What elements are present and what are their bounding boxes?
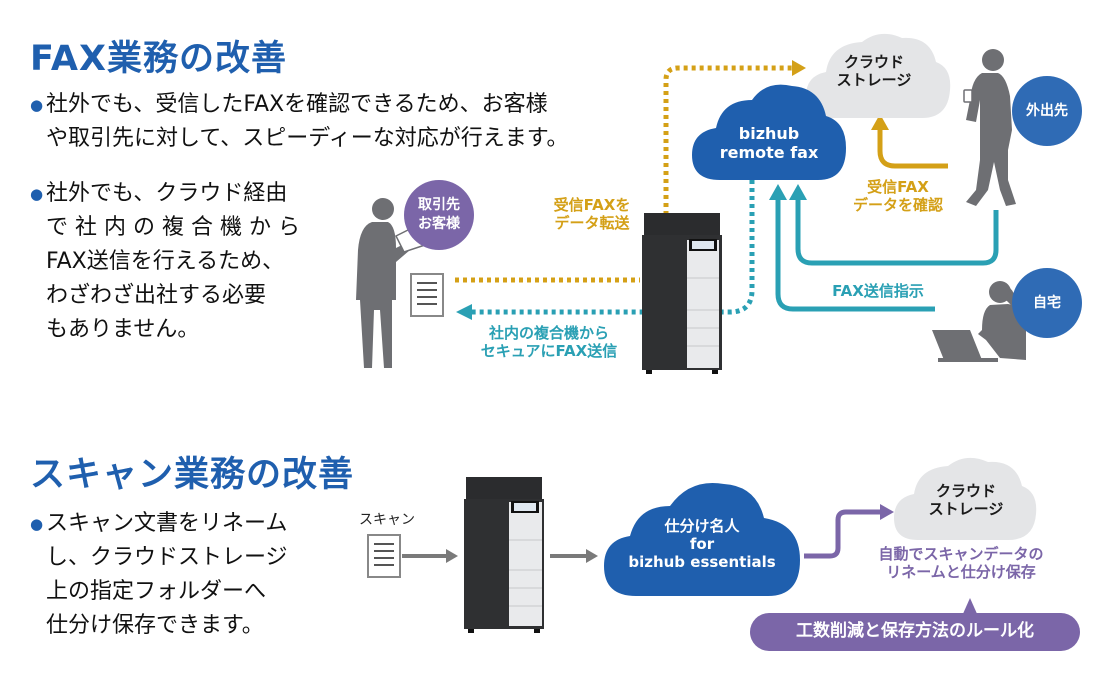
scan-cloud-storage-label: クラウド ストレージ — [928, 482, 1004, 518]
auto-rename-label: 自動でスキャンデータの リネームと仕分け保存 — [878, 545, 1044, 581]
service-cloud-shape — [604, 482, 800, 596]
fax-section-title: FAX業務の改善 — [30, 39, 287, 79]
scan-to-printer-arrow — [402, 549, 458, 563]
scan-bullet-1: ● スキャン文書をリネーム し、クラウドストレージ 上の指定フォルダーへ 仕分け… — [30, 507, 288, 643]
mobile-person-icon — [963, 49, 1016, 206]
printer-to-service-arrow — [550, 549, 598, 563]
scan-mfp-printer-icon — [464, 477, 544, 633]
forward-fax-label: 受信FAXを データ転送 — [553, 196, 631, 232]
outside-badge: 外出先 — [1012, 76, 1082, 146]
fax-bullet-2: ● 社外でも、クラウド経由 で 社 内 の 複 合 機 か ら FAX送信を行え… — [30, 177, 300, 347]
remote-fax-cloud-label: bizhub remote fax — [719, 124, 819, 163]
scan-section-title: スキャン業務の改善 — [30, 455, 355, 495]
check-fax-arrow — [871, 114, 948, 169]
benefit-pill-label: 工数削減と保存方法のルール化 — [796, 621, 1034, 641]
bullet-dot-icon: ● — [30, 185, 44, 203]
forward-to-cloud-arrow — [663, 60, 806, 215]
secure-send-arrow — [456, 180, 755, 320]
cloud-storage-shape — [806, 33, 951, 118]
fax-document-icon — [410, 273, 444, 317]
scan-label: スキャン — [359, 512, 415, 528]
cloud-storage-label: クラウド ストレージ — [836, 53, 912, 89]
scan-document-icon — [367, 534, 401, 578]
bullet-dot-icon: ● — [30, 96, 44, 114]
home-badge: 自宅 — [1012, 268, 1082, 338]
remote-fax-cloud-shape — [692, 84, 846, 180]
bullet-dot-icon: ● — [30, 515, 44, 533]
home-worker-icon — [932, 281, 1026, 362]
benefit-pill-shape — [750, 613, 1080, 651]
client-badge: 取引先お客様 — [404, 180, 474, 250]
fax-bullet-1: ● 社外でも、受信したFAXを確認できるため、お客様 や取引先に対して、スピーデ… — [30, 88, 569, 156]
mfp-printer-icon — [642, 213, 722, 374]
scan-cloud-storage-shape — [894, 457, 1037, 540]
send-instruction-arrows — [769, 184, 999, 312]
service-to-storage-arrow — [804, 504, 894, 559]
service-cloud-label: 仕分け名人 for bizhub essentials — [628, 517, 776, 571]
secure-send-label: 社内の複合機から セキュアにFAX送信 — [480, 324, 618, 360]
check-fax-label: 受信FAX データを確認 — [852, 178, 943, 214]
pill-pointer-shape — [962, 598, 978, 616]
send-instruction-label: FAX送信指示 — [832, 282, 924, 300]
